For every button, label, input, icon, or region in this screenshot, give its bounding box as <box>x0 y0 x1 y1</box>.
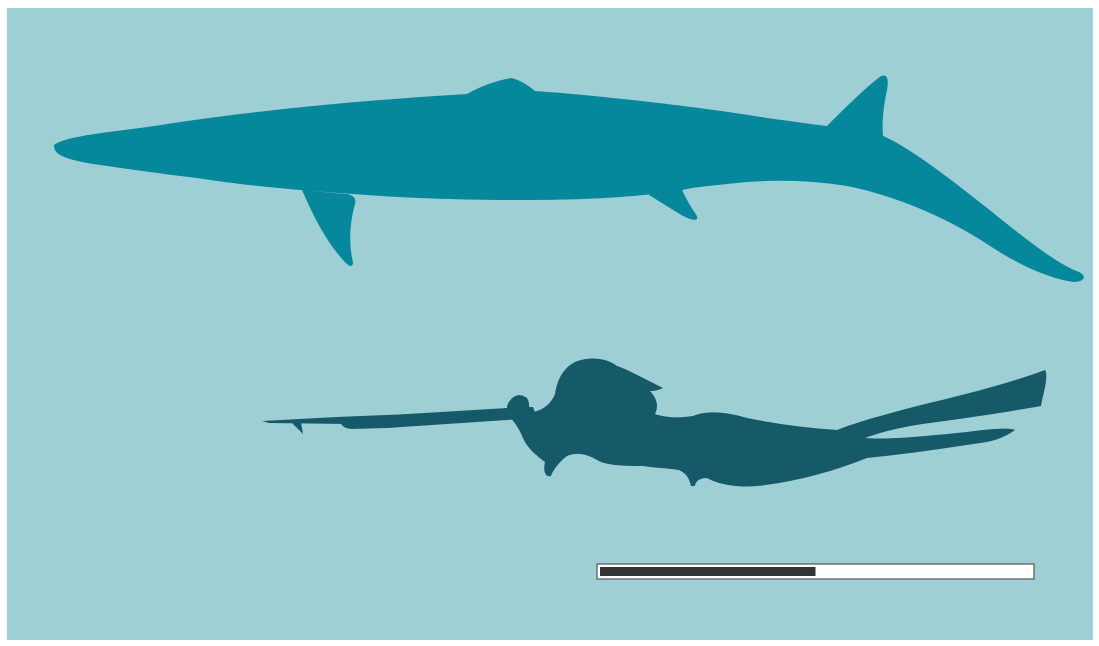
size-comparison-figure <box>7 8 1093 640</box>
scale-bar <box>597 564 1034 579</box>
scale-bar-dark-segment <box>600 567 816 576</box>
figure-canvas <box>7 8 1093 640</box>
